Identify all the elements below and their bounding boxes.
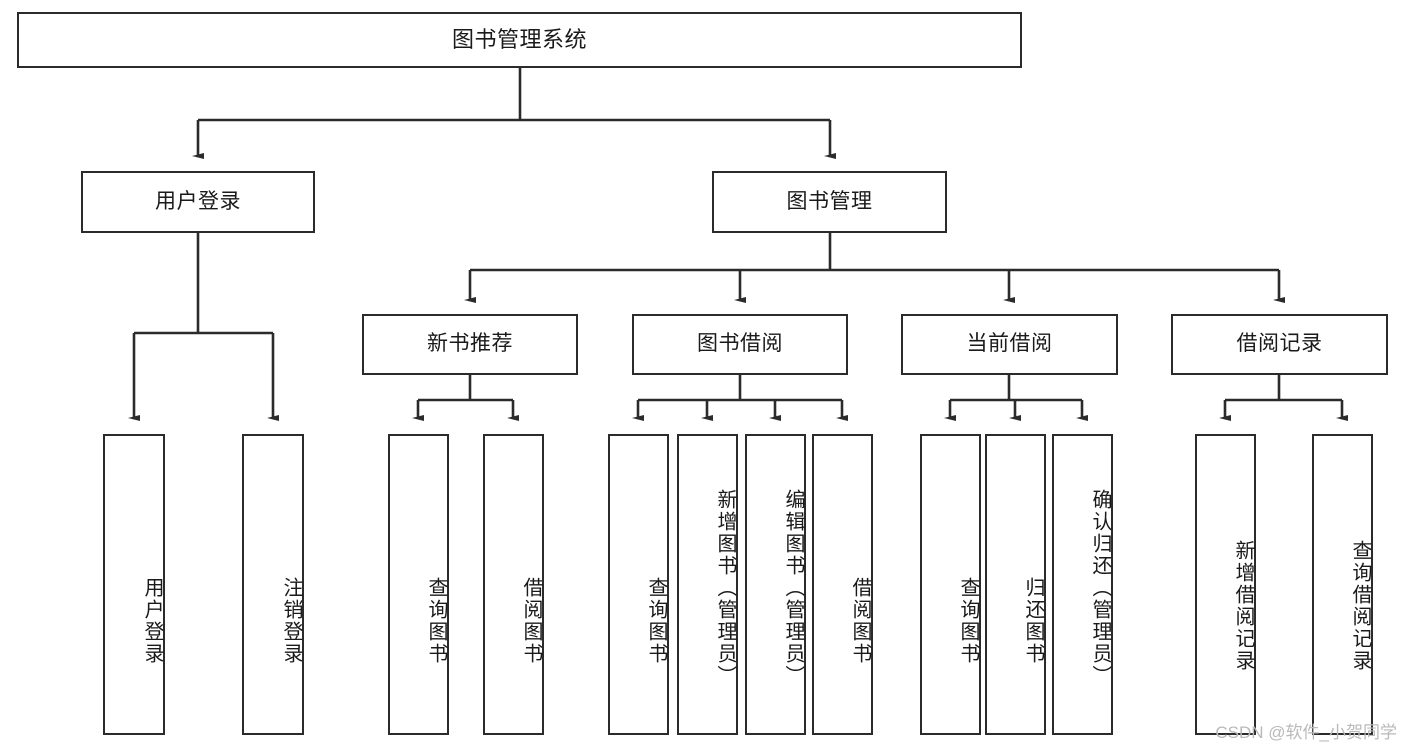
node-leaf-borrow-book-2[interactable]: 借阅图书 bbox=[812, 434, 873, 735]
node-leaf-borrow-book-1[interactable]: 借阅图书 bbox=[483, 434, 544, 735]
node-user-login[interactable]: 用户登录 bbox=[81, 171, 315, 233]
node-leaf-user-login[interactable]: 用户登录 bbox=[103, 434, 165, 735]
node-root-label: 图书管理系统 bbox=[451, 27, 587, 53]
node-book-borrow[interactable]: 图书借阅 bbox=[632, 314, 848, 375]
node-leaf-query-book-1-label: 查询图书 bbox=[425, 576, 447, 665]
node-borrow-record-label: 借阅记录 bbox=[1236, 332, 1323, 356]
node-leaf-query-book-2-label: 查询图书 bbox=[645, 576, 667, 665]
node-new-book-recommend[interactable]: 新书推荐 bbox=[362, 314, 578, 375]
node-book-borrow-label: 图书借阅 bbox=[697, 332, 783, 356]
node-leaf-user-logout[interactable]: 注销登录 bbox=[242, 434, 304, 735]
node-user-login-label: 用户登录 bbox=[155, 189, 241, 213]
node-leaf-query-book-3[interactable]: 查询图书 bbox=[920, 434, 981, 735]
node-leaf-user-logout-label: 注销登录 bbox=[280, 576, 302, 665]
node-leaf-query-book-1[interactable]: 查询图书 bbox=[388, 434, 449, 735]
node-book-management[interactable]: 图书管理 bbox=[712, 171, 947, 233]
csdn-watermark: CSDN @软件_小贺同学 bbox=[1215, 723, 1397, 742]
node-current-borrow-label: 当前借阅 bbox=[966, 332, 1053, 356]
node-leaf-add-record[interactable]: 新增借阅记录 bbox=[1195, 434, 1256, 735]
node-leaf-add-book-label: 新增图书（管理员） bbox=[714, 488, 736, 687]
node-leaf-borrow-book-1-label: 借阅图书 bbox=[520, 576, 542, 665]
node-leaf-confirm-return-label: 确认归还（管理员） bbox=[1089, 488, 1111, 687]
node-leaf-query-record-label: 查询借阅记录 bbox=[1349, 539, 1371, 672]
node-leaf-query-record[interactable]: 查询借阅记录 bbox=[1312, 434, 1373, 735]
node-leaf-return-book-label: 归还图书 bbox=[1022, 576, 1044, 665]
node-leaf-confirm-return[interactable]: 确认归还（管理员） bbox=[1052, 434, 1113, 735]
node-borrow-record[interactable]: 借阅记录 bbox=[1171, 314, 1388, 375]
node-root[interactable]: 图书管理系统 bbox=[17, 12, 1022, 68]
node-leaf-edit-book-label: 编辑图书（管理员） bbox=[782, 488, 804, 687]
node-current-borrow[interactable]: 当前借阅 bbox=[901, 314, 1118, 375]
node-leaf-query-book-2[interactable]: 查询图书 bbox=[608, 434, 669, 735]
node-leaf-add-book[interactable]: 新增图书（管理员） bbox=[677, 434, 738, 735]
node-leaf-borrow-book-2-label: 借阅图书 bbox=[849, 576, 871, 665]
node-leaf-edit-book[interactable]: 编辑图书（管理员） bbox=[745, 434, 806, 735]
node-book-management-label: 图书管理 bbox=[786, 189, 873, 213]
node-leaf-add-record-label: 新增借阅记录 bbox=[1232, 539, 1254, 672]
node-leaf-return-book[interactable]: 归还图书 bbox=[985, 434, 1046, 735]
node-new-book-recommend-label: 新书推荐 bbox=[427, 332, 513, 356]
node-leaf-user-login-label: 用户登录 bbox=[141, 576, 163, 665]
node-leaf-query-book-3-label: 查询图书 bbox=[957, 576, 979, 665]
